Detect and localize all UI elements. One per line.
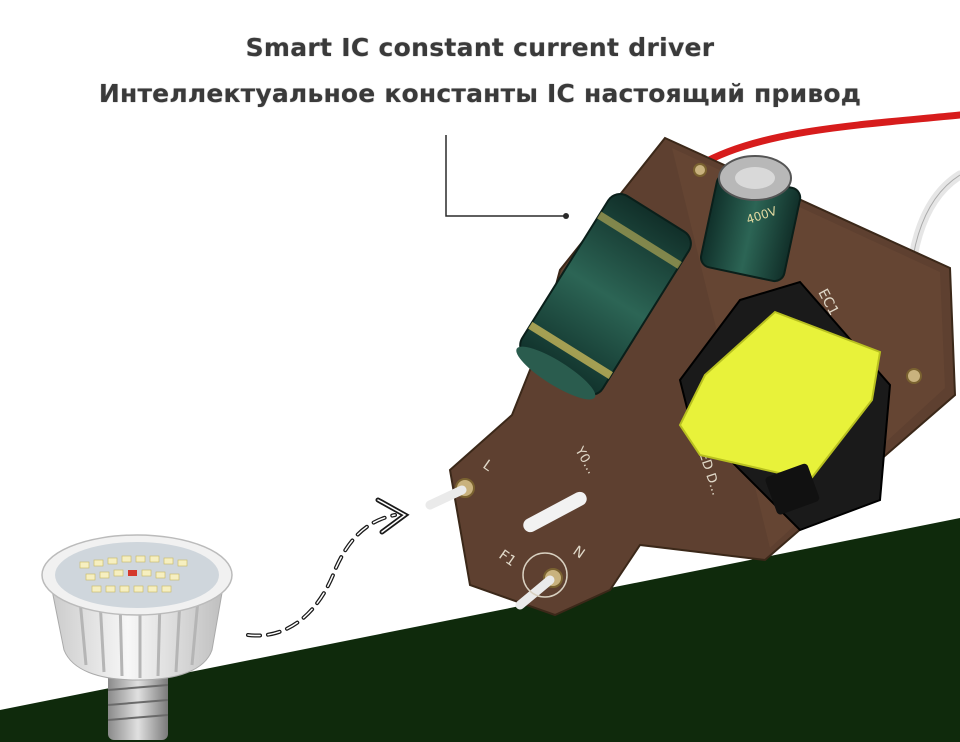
title-russian: Интеллектуальное константы IC настоящий … <box>98 79 862 108</box>
title-english: Smart IC constant current driver <box>245 33 715 62</box>
red-wire <box>696 111 960 169</box>
ground-wedge <box>0 518 960 742</box>
silk-fuse: F1 <box>496 547 519 570</box>
capacitor-large-icon <box>516 192 692 400</box>
led-bulb-icon <box>41 534 233 740</box>
transformer-icon <box>678 310 882 482</box>
header: Smart IC constant current driver Интелле… <box>0 30 960 112</box>
dashed-curved-arrow-icon <box>246 497 410 638</box>
pointer-line <box>445 135 569 219</box>
capacitor-small-icon: 400V <box>700 155 802 283</box>
driver-board-icon: EC1 L N F1 KD LED D... Y0... <box>425 136 957 617</box>
